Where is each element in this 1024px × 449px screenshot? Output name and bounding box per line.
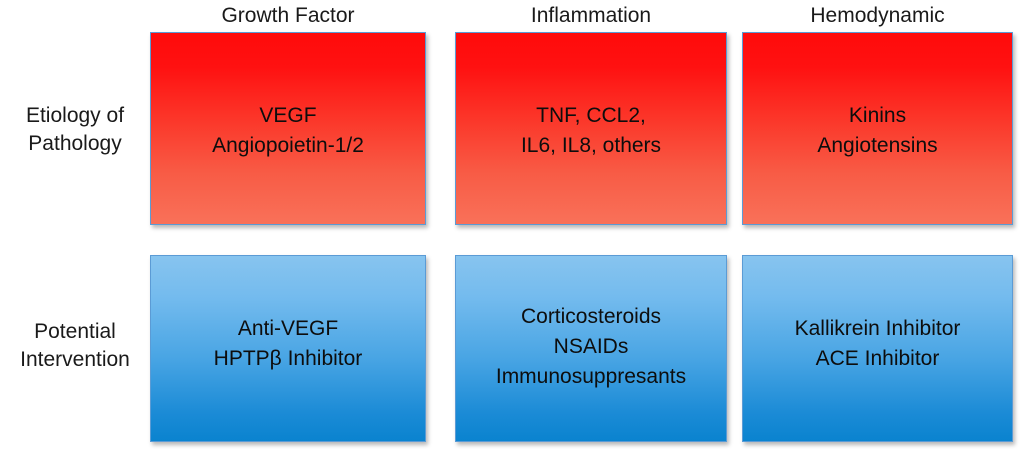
cell-etiology-hemodynamic-text: Kinins Angiotensins — [743, 101, 1012, 161]
cell-etiology-growth-factor: VEGF Angiopoietin-1/2 — [150, 32, 426, 225]
row-label-potential-intervention: Potential Intervention — [0, 318, 150, 373]
cell-text-line-2: Angiopoietin-1/2 — [212, 133, 364, 157]
row-label-etiology-of-pathology: Etiology of Pathology — [0, 102, 150, 157]
cell-etiology-inflammation-text: TNF, CCL2, IL6, IL8, others — [456, 101, 726, 161]
cell-text-line-1: Kallikrein Inhibitor — [794, 317, 961, 340]
cell-intervention-inflammation-text: Corticosteroids NSAIDs Immunosuppresants — [456, 302, 726, 391]
cell-intervention-hemodynamic: Kallikrein Inhibitor ACE Inhibitor — [742, 255, 1013, 442]
column-header-inflammation: Inflammation — [530, 4, 652, 27]
cell-intervention-growth-factor-text: Anti-VEGF HPTPβ Inhibitor — [151, 314, 425, 374]
row-label-intervention-line-2: Intervention — [20, 347, 130, 371]
cell-etiology-hemodynamic: Kinins Angiotensins — [742, 32, 1013, 225]
cell-text-line-1: Corticosteroids — [520, 305, 662, 328]
cell-text-line-2: IL6, IL8, others — [520, 133, 662, 157]
row-label-intervention-line-1: Potential — [34, 320, 116, 343]
cell-intervention-growth-factor: Anti-VEGF HPTPβ Inhibitor — [150, 255, 426, 442]
cell-etiology-inflammation: TNF, CCL2, IL6, IL8, others — [455, 32, 727, 225]
column-header-hemodynamic: Hemodynamic — [810, 4, 945, 27]
cell-text-line-2: HPTPβ Inhibitor — [213, 346, 363, 370]
cell-intervention-hemodynamic-text: Kallikrein Inhibitor ACE Inhibitor — [743, 314, 1012, 374]
cell-intervention-inflammation: Corticosteroids NSAIDs Immunosuppresants — [455, 255, 727, 442]
cell-text-line-1: Anti-VEGF — [237, 317, 339, 340]
column-header-growth-factor: Growth Factor — [221, 4, 355, 27]
cell-text-line-2: ACE Inhibitor — [815, 346, 940, 370]
row-label-etiology-line-2: Pathology — [28, 131, 122, 155]
row-label-etiology-line-1: Etiology of — [25, 104, 125, 127]
cell-text-line-2: NSAIDs — [553, 334, 629, 358]
cell-text-line-1: TNF, CCL2, — [536, 104, 646, 127]
cell-text-line-1: VEGF — [259, 104, 317, 127]
cell-text-line-3: Immunosuppresants — [495, 364, 687, 388]
cell-text-line-2: Angiotensins — [817, 133, 938, 157]
cell-text-line-1: Kinins — [848, 104, 907, 127]
cell-etiology-growth-factor-text: VEGF Angiopoietin-1/2 — [151, 101, 425, 161]
